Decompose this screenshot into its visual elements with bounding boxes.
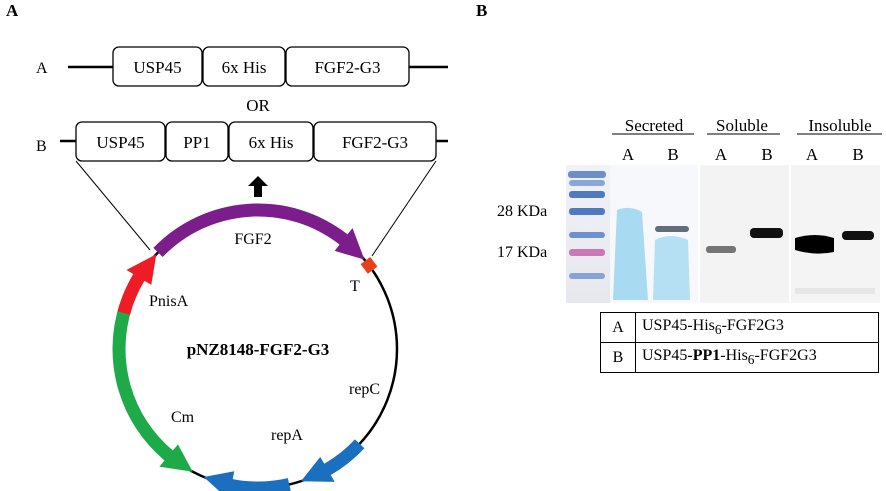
construct-b-box-fgf2: FGF2-G3 xyxy=(313,121,437,162)
legend-desc-a: USP45-His6-FGF2G3 xyxy=(635,312,879,343)
construct-b-box-pp1: PP1 xyxy=(165,121,229,162)
gel-secreted xyxy=(566,165,698,303)
marker-label-28: 28 KDa xyxy=(497,203,547,220)
group-soluble: Soluble A B xyxy=(707,116,780,164)
expansion-line-right xyxy=(371,160,437,257)
repc-arc xyxy=(300,439,365,482)
plasmid-name: pNZ8148-FGF2-G3 xyxy=(187,340,330,359)
or-text: OR xyxy=(246,96,270,115)
panel-a-label: A xyxy=(6,1,19,20)
construct-b-box-his: 6x His xyxy=(228,121,314,162)
svg-text:FGF2-G3: FGF2-G3 xyxy=(314,58,380,77)
svg-text:FGF2-G3: FGF2-G3 xyxy=(342,133,408,152)
svg-text:A: A xyxy=(715,145,728,164)
legend-key-a: A xyxy=(600,312,636,343)
svg-text:B: B xyxy=(761,145,772,164)
terminator-mark xyxy=(360,256,378,274)
svg-text:A: A xyxy=(806,145,819,164)
construct-a-label: A xyxy=(36,60,48,77)
legend-row-a: A USP45-His6-FGF2G3 xyxy=(600,312,879,343)
gel-insoluble xyxy=(791,165,880,303)
svg-text:Insoluble: Insoluble xyxy=(808,116,871,135)
legend-row-b: B USP45-PP1-His6-FGF2G3 xyxy=(600,342,879,373)
feature-label-repc: repC xyxy=(349,381,380,398)
group-secreted: Secreted A B xyxy=(612,116,694,164)
svg-text:6x His: 6x His xyxy=(222,58,267,77)
group-insoluble: Insoluble A B xyxy=(797,116,882,164)
feature-label-repa: repA xyxy=(271,427,303,444)
construct-a-box-his: 6x His xyxy=(202,46,286,87)
pnisa-arc xyxy=(117,254,157,315)
gel-soluble xyxy=(700,165,789,303)
svg-text:A: A xyxy=(622,145,635,164)
fgf2-arc xyxy=(153,203,365,260)
construct-a-box-usp45: USP45 xyxy=(112,46,203,87)
legend-table: A USP45-His6-FGF2G3 B USP45-PP1-His6-FGF… xyxy=(600,312,879,373)
svg-text:6x His: 6x His xyxy=(249,133,294,152)
direction-arrow-icon xyxy=(248,176,268,197)
feature-label-fgf2: FGF2 xyxy=(234,231,271,248)
panel-b-label: B xyxy=(476,1,487,20)
repa-arc xyxy=(203,471,291,491)
marker-label-17: 17 KDa xyxy=(497,244,547,261)
cm-arc xyxy=(112,304,193,472)
svg-text:B: B xyxy=(667,145,678,164)
feature-label-pnisa: PnisA xyxy=(149,293,189,310)
legend-key-b: B xyxy=(600,342,636,373)
construct-a-box-fgf2: FGF2-G3 xyxy=(285,46,410,87)
feature-label-cm: Cm xyxy=(171,409,195,426)
svg-text:USP45: USP45 xyxy=(96,133,144,152)
feature-label-t: T xyxy=(350,278,360,295)
plasmid-features xyxy=(112,203,378,491)
legend-desc-b: USP45-PP1-His6-FGF2G3 xyxy=(635,342,879,373)
svg-text:Soluble: Soluble xyxy=(716,116,768,135)
construct-b-label: B xyxy=(36,138,47,155)
svg-text:Secreted: Secreted xyxy=(625,116,684,135)
svg-text:B: B xyxy=(852,145,863,164)
expansion-line-left xyxy=(75,160,151,251)
svg-text:USP45: USP45 xyxy=(133,58,181,77)
svg-text:PP1: PP1 xyxy=(183,133,210,152)
construct-b-box-usp45: USP45 xyxy=(75,121,166,162)
